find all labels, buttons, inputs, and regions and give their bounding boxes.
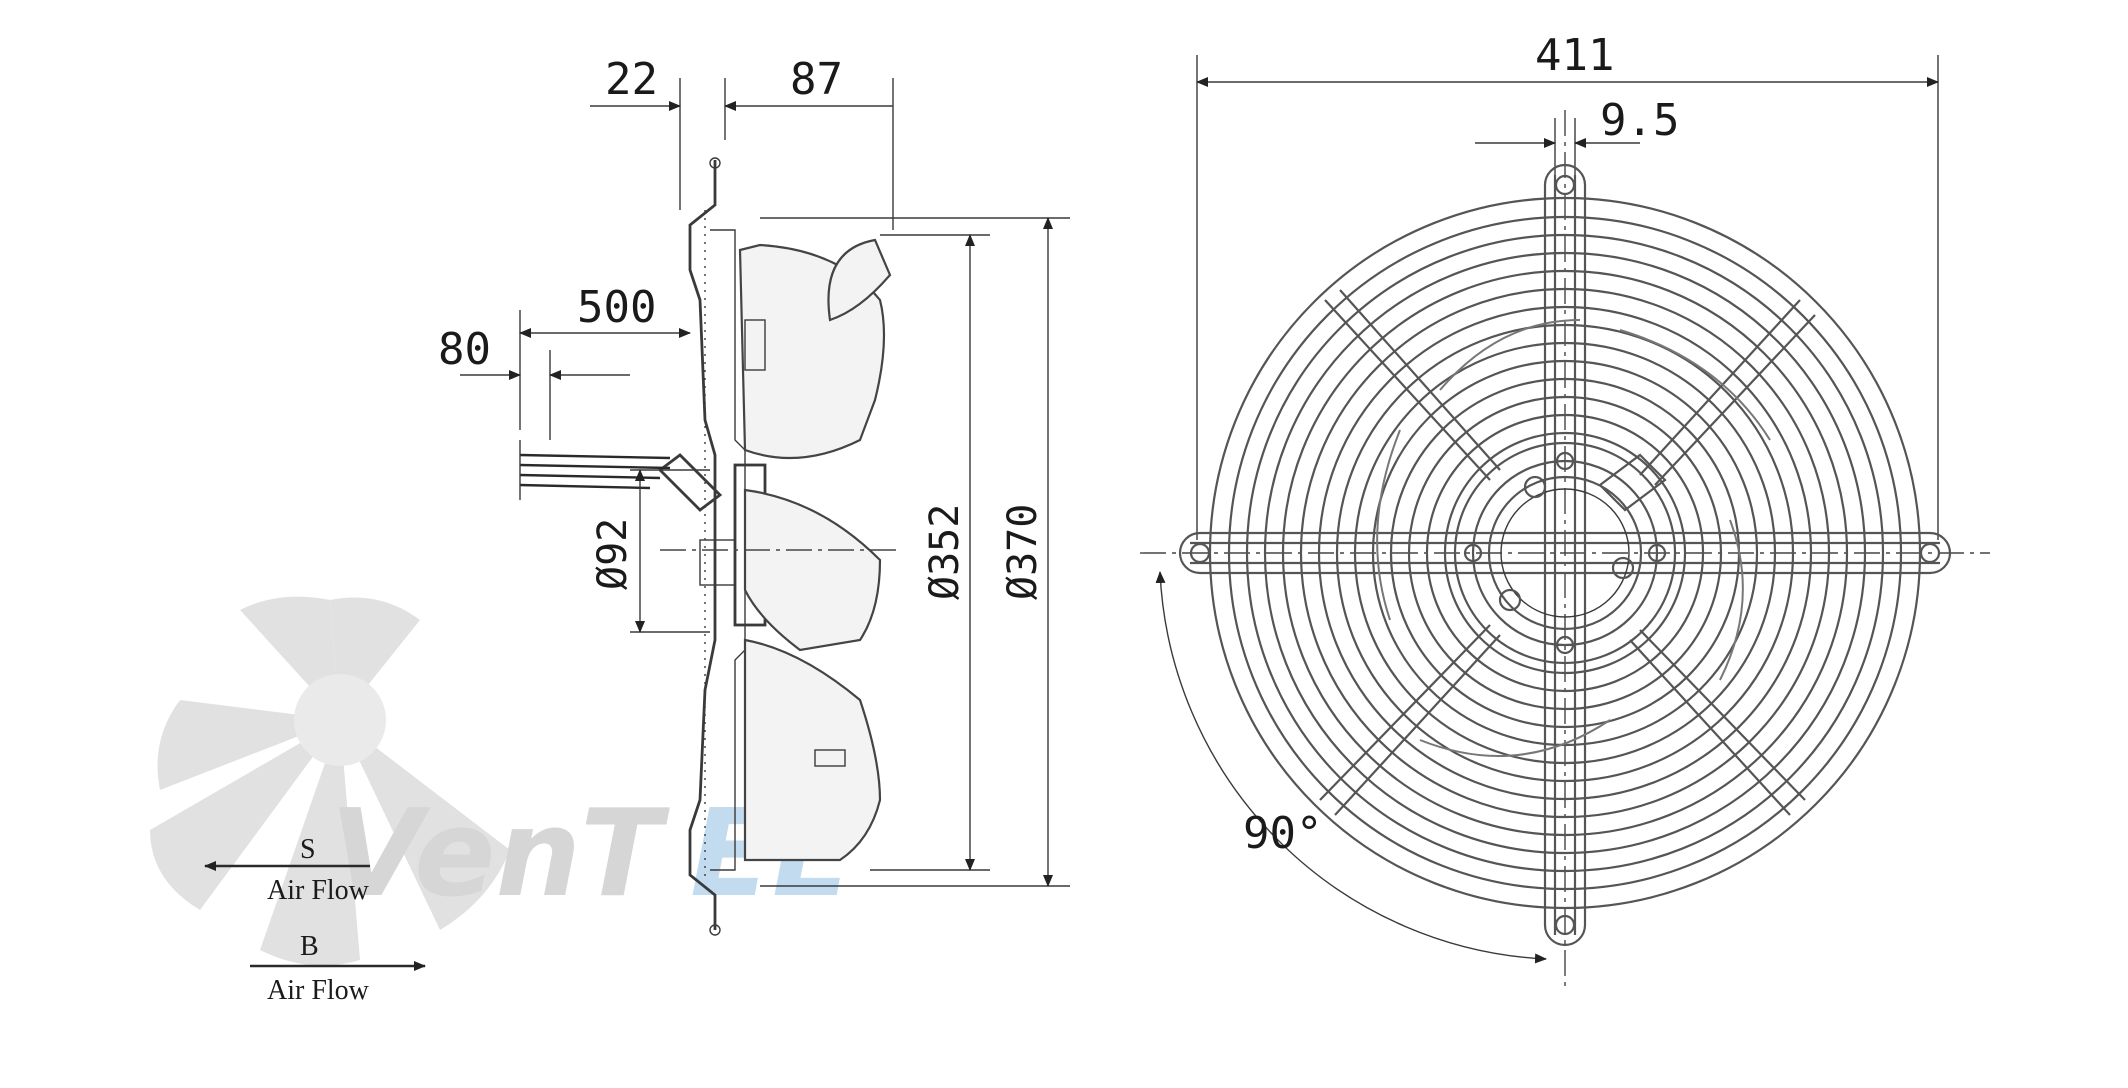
- spoke: [1339, 289, 1501, 471]
- blade-outline: [1376, 429, 1401, 621]
- hub-bolt: [1611, 556, 1635, 580]
- guard-ring: [1263, 251, 1867, 855]
- dim-87-label: 87: [790, 54, 843, 105]
- guard-ring: [1335, 323, 1795, 783]
- spoke: [1639, 629, 1806, 801]
- guard-ring: [1443, 431, 1687, 675]
- mounting-brackets: [1178, 163, 1952, 947]
- legend-s-label: S: [300, 834, 316, 865]
- motor-cap: [1500, 488, 1630, 618]
- balance-clip: [744, 319, 766, 371]
- dim-d352-label: Ø352: [922, 504, 968, 600]
- spoke: [1324, 299, 1491, 481]
- fan-logo-icon: [150, 596, 510, 966]
- blade-outline: [1719, 519, 1744, 681]
- hub-bolt: [1523, 475, 1547, 499]
- label-plate: [814, 749, 846, 767]
- mount-hole: [1919, 542, 1941, 564]
- angle-90-label: 90°: [1243, 808, 1322, 859]
- hub-bolt: [1647, 543, 1667, 563]
- angle-arc-90: [1155, 571, 1547, 964]
- mount-bolt: [709, 924, 721, 936]
- hub-bolt: [1555, 451, 1575, 471]
- cable: [519, 473, 661, 480]
- cable: [519, 463, 671, 470]
- legend-s-text: Air Flow: [267, 875, 370, 906]
- cable-gland: [657, 453, 723, 512]
- guard-ring: [1281, 269, 1849, 837]
- dim-d92-label: Ø92: [590, 518, 636, 590]
- guard-ring: [1227, 215, 1903, 891]
- cable: [519, 483, 651, 490]
- guard-ring: [1371, 359, 1759, 747]
- legend-b-label: B: [300, 931, 319, 962]
- motor-shaft: [699, 539, 736, 586]
- hub-bolt: [1555, 635, 1575, 655]
- cable-gland-front: [1598, 453, 1667, 512]
- dim-22-label: 22: [605, 54, 658, 105]
- front-view: 411 9.5: [1140, 30, 1990, 990]
- watermark-text-left: Ven: [330, 785, 581, 924]
- mount-hole: [1189, 542, 1211, 564]
- guard-ring: [1353, 341, 1777, 765]
- guard-ring: [1245, 233, 1885, 873]
- spoke: [1639, 299, 1801, 476]
- hub-bolt: [1463, 543, 1483, 563]
- mount-bolt: [709, 157, 721, 169]
- side-view: 22 87 500 80: [438, 54, 1070, 936]
- bracket-horizontal: [1178, 531, 1952, 575]
- blade-mid: [743, 488, 882, 652]
- dim-d370-label: Ø370: [1000, 504, 1046, 600]
- cable: [519, 453, 671, 460]
- motor-rotor: [1471, 459, 1659, 647]
- legend-b-text: Air Flow: [267, 975, 370, 1006]
- blade-bottom: [743, 638, 882, 862]
- guard-ring: [1425, 413, 1705, 693]
- watermark-text-mid: T: [580, 785, 670, 924]
- guard-ring: [1407, 395, 1723, 711]
- mount-hole: [1554, 174, 1576, 196]
- spoke: [1629, 639, 1791, 816]
- dim-500-label: 500: [577, 282, 656, 333]
- spoke: [1319, 624, 1491, 801]
- motor-cover: [1487, 475, 1643, 631]
- motor-flange: [1453, 441, 1677, 665]
- guard-profile: [688, 160, 717, 930]
- spoke: [1654, 314, 1816, 486]
- bracket-vertical: [1543, 163, 1587, 947]
- guard-ring: [1317, 305, 1813, 801]
- mount-hole: [1554, 914, 1576, 936]
- dim-9-5-label: 9.5: [1600, 95, 1679, 146]
- blade-outline: [1619, 329, 1771, 441]
- blade-tip-top: [827, 238, 892, 322]
- blade-outline: [1439, 319, 1581, 391]
- dim-411-label: 411: [1535, 30, 1614, 81]
- dim-80-label: 80: [438, 324, 491, 375]
- airflow-legend: S Air Flow B Air Flow: [204, 834, 426, 1006]
- spoke: [1334, 634, 1501, 816]
- guard-ring: [1299, 287, 1831, 819]
